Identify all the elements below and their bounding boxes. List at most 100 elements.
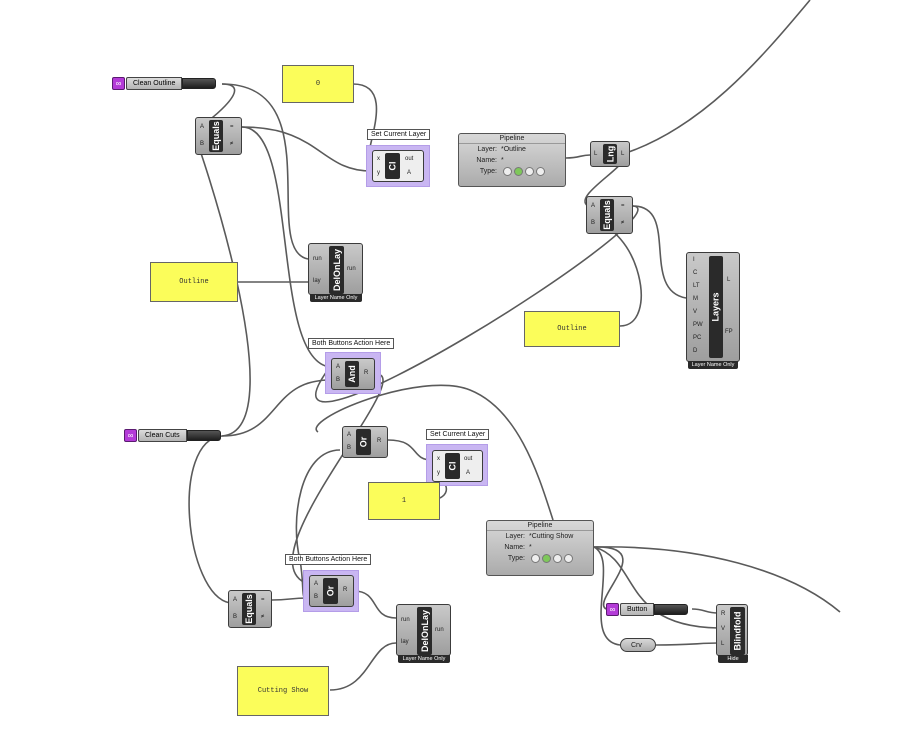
wire [619,0,811,156]
wire [241,126,331,368]
lng-component[interactable]: L Lng L [590,141,630,167]
blindfold-component[interactable]: R V L Blindfold [716,604,748,656]
pin-y: y [377,170,380,176]
name-value: * [501,157,504,164]
delonlay-component[interactable]: run lay DelOnLay run [396,604,451,656]
panel-cutting-show[interactable]: Cutting Show [237,666,329,716]
pin-out: out [464,456,473,462]
pin-r: R [343,587,348,593]
wire [329,642,397,691]
lng-core: Lng [603,144,617,164]
pin-l: L [594,151,598,157]
or-component[interactable]: A B Or R [309,575,354,607]
wire [655,642,719,646]
mesh-type-icon [564,553,573,563]
panel-zero[interactable]: 0 [282,65,354,103]
pin-a: A [336,364,341,370]
or-core: Or [356,429,371,455]
cl-component[interactable]: x y Cl out A [372,150,424,182]
pipeline-cutting[interactable]: Pipeline Layer:*Cutting Show Name:* Type… [486,520,594,576]
point-type-icon [503,166,512,176]
crv-label: Crv [631,642,642,649]
and-core: And [345,361,359,387]
pin-b: B [336,377,341,383]
equals-component[interactable]: A B Equals = ≠ [195,117,242,155]
curve-type-icon [542,553,551,563]
delonlay-component[interactable]: run lay DelOnLay run [308,243,363,295]
equals-component[interactable]: A B Equals = ≠ [228,590,272,628]
pin-pc: PC [693,335,702,341]
delonlay-footer: Layer Name Only [398,655,450,663]
wire [188,435,231,604]
pin-out: out [405,156,414,162]
pin-i: I [693,257,695,263]
toggle-switch[interactable] [654,604,689,615]
wire [291,373,384,585]
pin-r: R [721,611,726,617]
pin-lay: lay [401,639,409,645]
pin-x: x [437,456,440,462]
equals-component[interactable]: A B Equals = ≠ [586,196,633,234]
pin-a: A [200,124,205,130]
crv-component[interactable]: Crv [620,638,656,652]
toggle-switch[interactable] [182,78,217,89]
pin-m: M [693,296,698,302]
clean-outline-toggle[interactable]: ∞ Clean Outline [112,77,217,90]
wire [593,546,841,613]
pin-l: L [721,641,725,647]
toggle-label: Clean Cuts [138,429,187,442]
blindfold-core: Blindfold [730,607,745,655]
pin-a: A [233,597,238,603]
pin-r: R [364,370,369,376]
and-component[interactable]: A B And R [331,358,375,390]
delonlay-core: DelOnLay [417,607,432,655]
panel-outline[interactable]: Outline [524,311,620,347]
mesh-type-icon [536,166,545,176]
surface-type-icon [525,166,534,176]
pin-eq: = [261,597,265,603]
button-toggle[interactable]: ∞ Button [606,603,689,616]
field-label: Layer: [505,533,525,540]
or-core: Or [323,578,338,604]
wire [241,126,372,172]
pipeline-title: Pipeline [487,521,593,531]
field-label: Type: [479,168,497,175]
pin-eq: = [230,124,234,130]
panel-one[interactable]: 1 [368,482,440,520]
pipeline-title: Pipeline [459,134,565,144]
pin-b: B [233,614,238,620]
layers-component[interactable]: I C LT M V PW PC D Layers L FP [686,252,740,362]
pin-run-out: run [435,627,444,633]
link-icon: ∞ [124,429,137,442]
wire [593,546,624,610]
pin-v: V [693,309,698,315]
pin-y: y [437,470,440,476]
pin-neq: ≠ [261,614,265,620]
or-component[interactable]: A B Or R [342,426,388,458]
pin-a: A [591,203,596,209]
both-buttons-label: Both Buttons Action Here [285,554,372,565]
field-label: Layer: [477,146,497,153]
pin-lt: LT [693,283,700,289]
toggle-switch[interactable] [186,430,221,441]
blindfold-footer: Hide [718,655,748,663]
toggle-label: Clean Outline [126,77,183,90]
cl-component[interactable]: x y Cl out A [432,450,483,482]
pin-fp-out: FP [725,329,733,335]
link-icon: ∞ [112,77,125,90]
clean-cuts-toggle[interactable]: ∞ Clean Cuts [124,429,221,442]
panel-outline[interactable]: Outline [150,262,238,302]
pin-neq: ≠ [230,141,234,147]
pin-run-out: run [347,266,356,272]
surface-type-icon [553,553,562,563]
pin-b: B [347,445,352,451]
toggle-label: Button [620,603,655,616]
wire [353,590,397,619]
pipeline-outline[interactable]: Pipeline Layer:*Outline Name:* Type: [458,133,566,187]
field-label: Name: [476,157,497,164]
cl-core: Cl [385,153,400,179]
pin-l-out: L [621,151,625,157]
pin-pw: PW [693,322,703,328]
set-current-layer-label: Set Current Layer [367,129,431,140]
field-label: Type: [507,555,525,562]
